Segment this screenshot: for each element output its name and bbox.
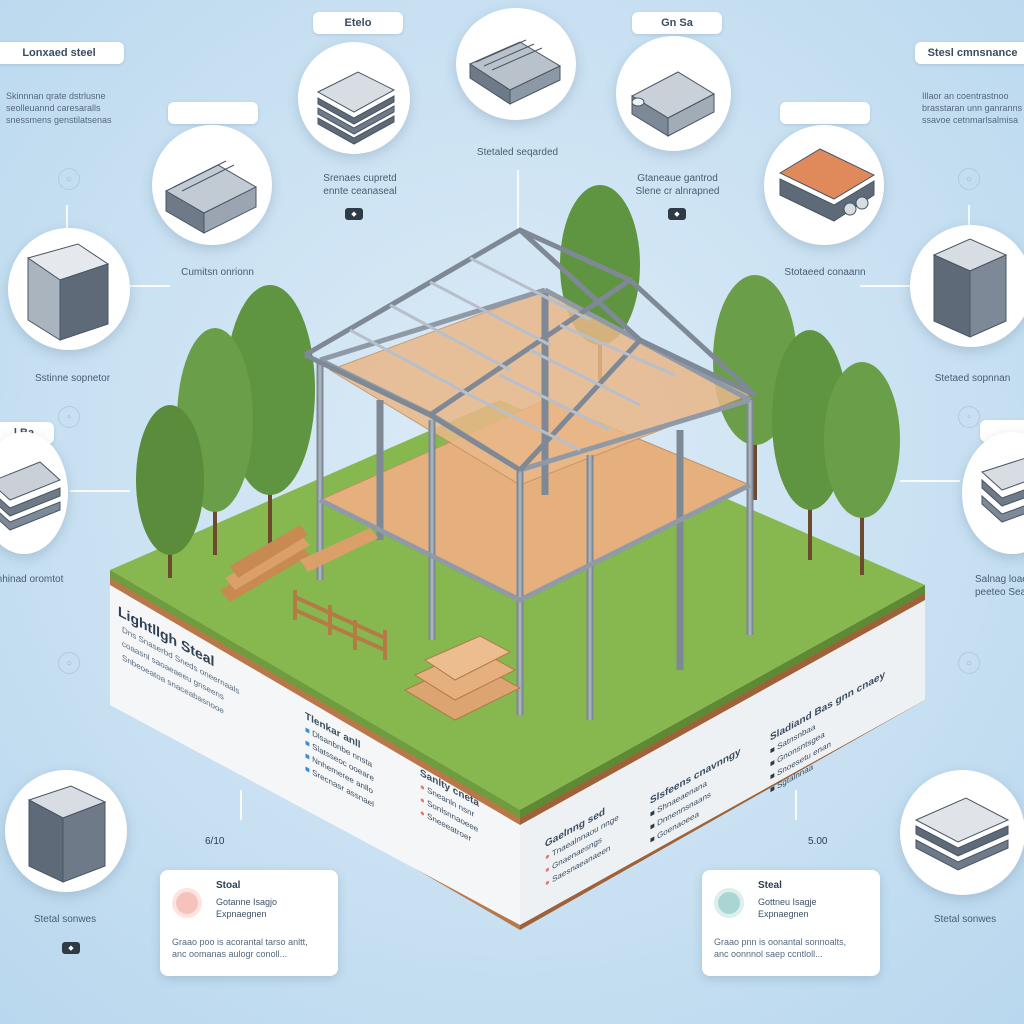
card-line: Expnaegnen <box>216 909 267 919</box>
caption: Salnag loaed peeteo Seanl <box>975 574 1024 598</box>
header-tag: Lonxaed steel <box>0 42 124 64</box>
faint-circle-icon: ○ <box>58 168 80 190</box>
connector-line <box>130 285 170 287</box>
caption: Stetaed sopnnan <box>934 373 1011 384</box>
connector-line <box>70 490 130 492</box>
header-tag: Etelo <box>313 12 403 34</box>
blank-tag <box>168 102 258 124</box>
card-line: Expnaegnen <box>758 909 809 919</box>
card-line: Gotanne Isagjo <box>216 897 278 907</box>
info-panel-right <box>520 600 925 925</box>
caption: Cumitsn onrionn <box>181 267 254 278</box>
info-card-right: Steal Gottneu Isagje Expnaegnen Graao pn… <box>702 870 880 976</box>
card-body: Graao pnn is oonantal sonnoalts, anc oon… <box>714 937 847 959</box>
header-tag: Stesl cmnsnance <box>915 42 1024 64</box>
badge-icon: ◆ <box>62 942 80 954</box>
accent-dot-icon <box>172 888 202 918</box>
connector-line <box>240 790 242 820</box>
side-value: 5.00 <box>808 836 828 847</box>
steel-sheet-stack-icon <box>900 770 1024 895</box>
card-title: Stoal <box>216 880 241 891</box>
faint-circle-icon: ○ <box>958 652 980 674</box>
copper-sheet-icon <box>764 125 884 245</box>
info-card-left: Stoal Gotanne Isagjo Expnaegnen Graao po… <box>160 870 338 976</box>
description-text: Skinnnan qrate dstrlusne seolleuannd car… <box>6 91 112 125</box>
connector-line <box>517 170 519 230</box>
faint-circle-icon: ○ <box>58 652 80 674</box>
caption: Stetaled seqarded <box>476 147 559 158</box>
steel-sheet-stack-icon <box>298 42 410 154</box>
connector-line <box>968 205 970 230</box>
steel-column-icon <box>8 228 130 350</box>
lumber-pile-icon <box>220 525 378 602</box>
connector-line <box>900 480 960 482</box>
steel-bundle-icon <box>616 36 731 151</box>
faint-doc-icon: ▫ <box>958 406 980 428</box>
connector-line <box>66 205 68 230</box>
caption: Stotaeed conaann <box>784 267 866 278</box>
tree-icon <box>824 362 900 575</box>
steel-rod-bundle-icon <box>456 8 576 120</box>
header-tag: Gn Sa <box>632 12 722 34</box>
card-line: Gottneu Isagje <box>758 897 817 907</box>
caption: Snhinad oromtot <box>0 574 64 585</box>
caption: Sstinne sopnetor <box>34 373 111 384</box>
faint-doc-icon: ▫ <box>58 406 80 428</box>
caption: Gtaneaue gantrod Slene cr alnrapned <box>635 173 720 197</box>
info-panel-left <box>110 585 520 925</box>
steel-column-icon <box>910 225 1024 347</box>
badge-icon: ◆ <box>345 208 363 220</box>
card-title: Steal <box>758 880 782 891</box>
stairs <box>403 635 522 721</box>
fence <box>293 590 387 660</box>
caption: Stetal sonwes <box>33 914 97 925</box>
faint-circle-icon: ○ <box>958 168 980 190</box>
steel-sheet-stack-icon <box>0 432 68 554</box>
caption: Srenaes cupretd ennte ceanaseal <box>323 173 397 197</box>
side-value: 6/10 <box>205 836 225 847</box>
steel-roof-frame <box>303 227 757 473</box>
description-text: Illaor an coentrastnoo brasstaran unn ga… <box>922 91 1023 125</box>
badge-icon: ◆ <box>668 208 686 220</box>
accent-dot-icon <box>714 888 744 918</box>
connector-line <box>795 790 797 820</box>
steel-bundle-icon <box>152 125 272 245</box>
caption: Stetal sonwes <box>933 914 997 925</box>
connector-line <box>860 285 910 287</box>
steel-column-icon <box>5 770 127 892</box>
blank-tag <box>780 102 870 124</box>
tree-icon <box>136 405 204 578</box>
card-body: Graao poo is acorantal tarso anltt, anc … <box>172 937 308 959</box>
